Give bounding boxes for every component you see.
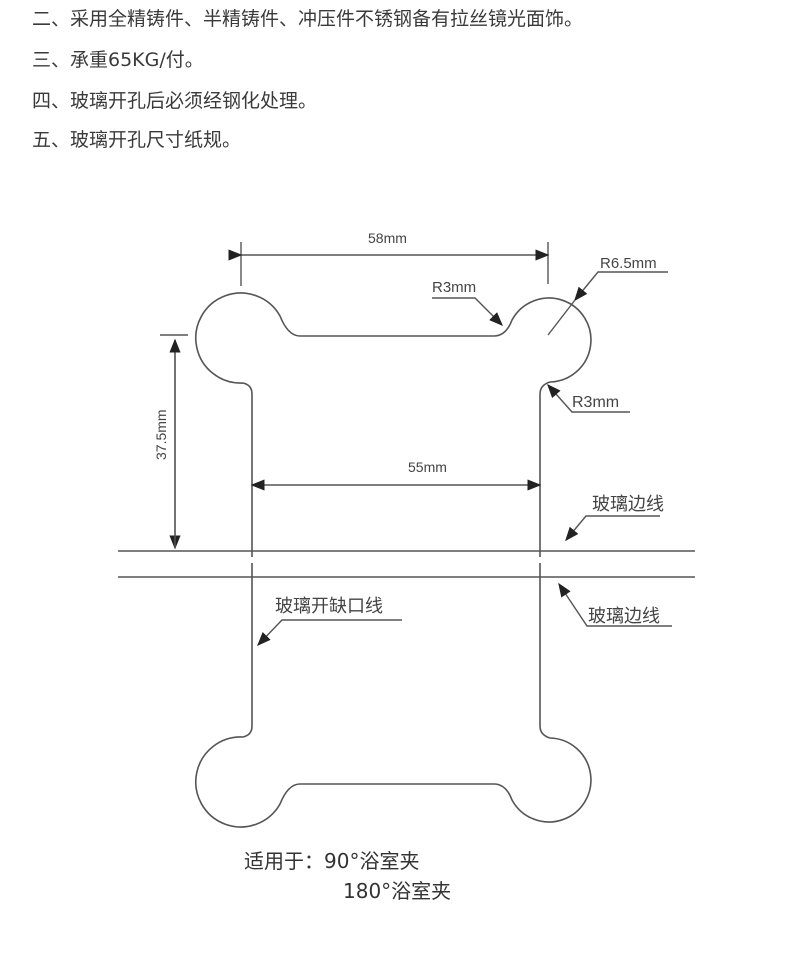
dim-55-label: 55mm: [408, 459, 447, 475]
radius-small-top-label: R3mm: [432, 279, 476, 296]
dim-58-label: 58mm: [368, 230, 407, 246]
glass-edge-lower-label: 玻璃边线: [588, 606, 660, 626]
radius-large-label: R6.5mm: [600, 255, 657, 272]
glass-edge-upper-label: 玻璃边线: [592, 494, 664, 514]
applicable-second: 180°浴室夹: [343, 879, 452, 903]
dim-37-5-label: 37.5mm: [153, 409, 169, 460]
spec-line-2: 二、采用全精铸件、半精铸件、冲压件不锈钢备有拉丝镜光面饰。: [32, 8, 584, 30]
cutout-line-label: 玻璃开缺口线: [275, 596, 383, 616]
spec-line-3: 三、承重65KG/付。: [32, 49, 204, 71]
spec-line-4: 四、玻璃开孔后必须经钢化处理。: [32, 90, 318, 112]
spec-line-5: 五、玻璃开孔尺寸纸规。: [32, 129, 242, 151]
radius-small-side-label: R3mm: [572, 394, 619, 411]
cutout-outline-bottom: [195, 563, 592, 828]
applicable-label: 适用于：90°浴室夹: [244, 849, 420, 873]
cutout-outline-top: [195, 292, 592, 557]
